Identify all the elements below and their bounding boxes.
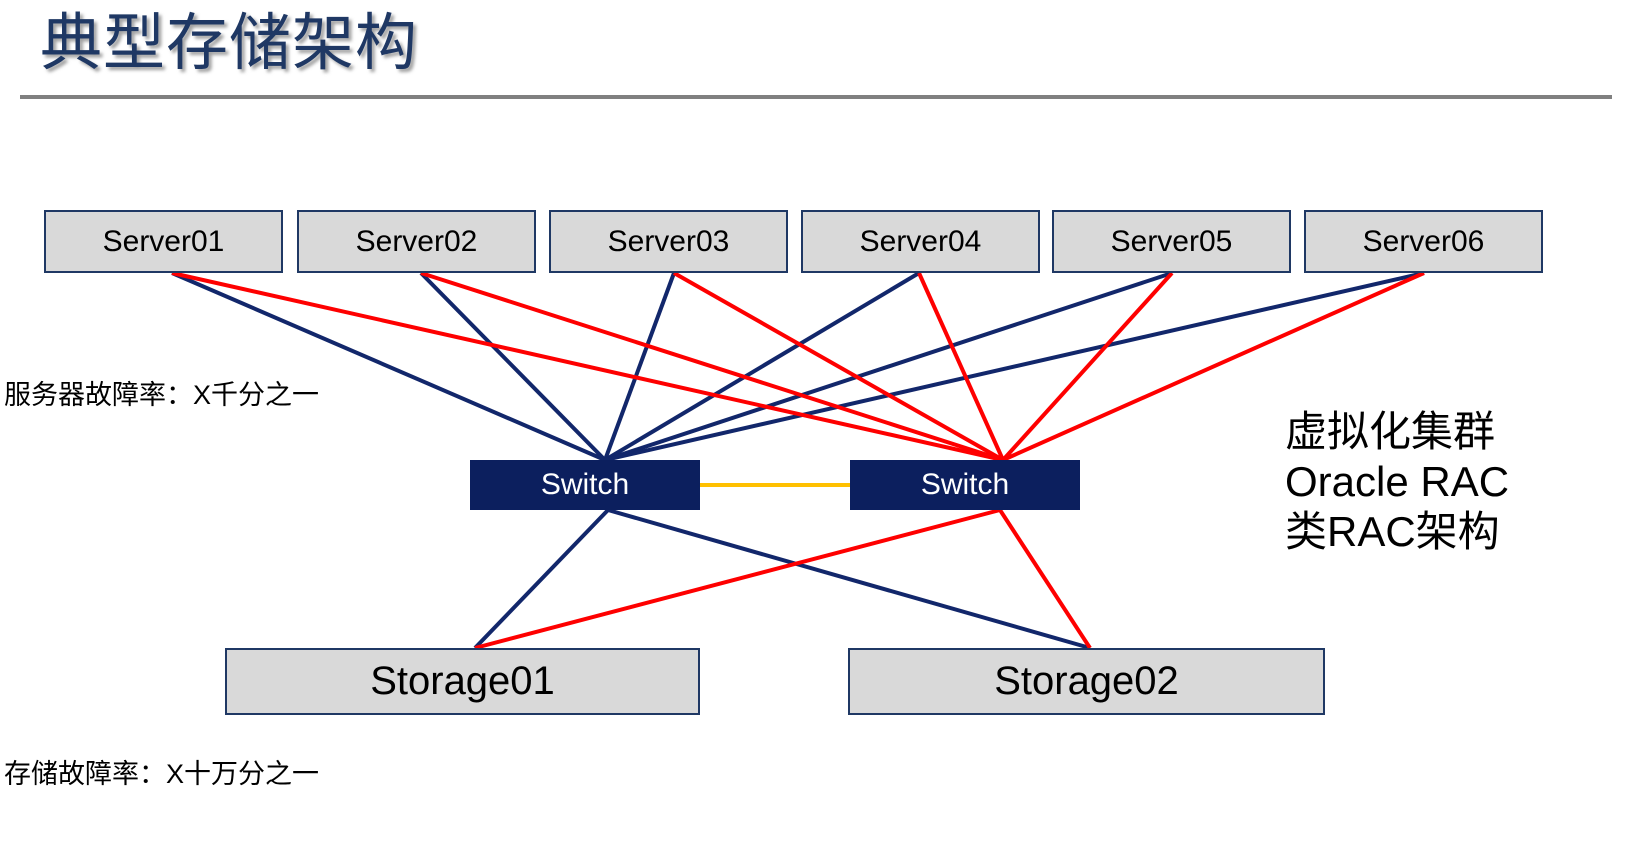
- switch-to-storage-links: [473, 508, 1092, 650]
- cluster-note-line-2: Oracle RAC: [1285, 458, 1510, 505]
- server-to-switch-a-links: [171, 271, 1425, 462]
- page-title: 典型存储架构: [40, 9, 419, 78]
- switch-node-2[interactable]: Switch: [850, 460, 1080, 510]
- server-node-1-label: Server01: [102, 224, 225, 258]
- server-node-3[interactable]: Server03: [549, 210, 788, 273]
- link-switch2-to-storage1: [474, 508, 1001, 650]
- storage-failure-rate-note: 存储故障率：X十万分之一: [4, 759, 320, 789]
- cluster-architecture-note: 虚拟化集群 Oracle RAC 类RAC架构: [1285, 407, 1509, 557]
- cluster-note-line-3: 类RAC架构: [1285, 508, 1500, 555]
- server-node-1[interactable]: Server01: [44, 210, 283, 273]
- server-node-6-label: Server06: [1362, 224, 1485, 258]
- server-node-5-label: Server05: [1110, 224, 1233, 258]
- storage-node-1[interactable]: Storage01: [225, 648, 700, 715]
- switch-node-1[interactable]: Switch: [470, 460, 700, 510]
- title-divider: [20, 95, 1612, 99]
- link-switch1-to-storage2: [607, 508, 1091, 650]
- link-switch1-to-storage1: [473, 508, 610, 650]
- server-node-5[interactable]: Server05: [1052, 210, 1291, 273]
- server-node-4-label: Server04: [859, 224, 982, 258]
- storage-node-1-label: Storage01: [370, 659, 555, 703]
- server-node-2-label: Server02: [355, 224, 478, 258]
- link-server5-to-switch1: [604, 271, 1173, 462]
- link-server6-to-switch1: [604, 271, 1425, 462]
- link-server1-to-switch1: [171, 271, 606, 462]
- server-node-3-label: Server03: [607, 224, 730, 258]
- link-server4-to-switch1: [603, 271, 921, 462]
- link-switch2-to-storage2: [998, 508, 1092, 650]
- server-to-switch-b-links: [171, 271, 1425, 462]
- link-server5-to-switch2: [1001, 271, 1174, 462]
- storage-node-2-label: Storage02: [994, 659, 1179, 703]
- link-server2-to-switch2: [420, 271, 1004, 462]
- server-node-2[interactable]: Server02: [297, 210, 536, 273]
- server-failure-rate-note: 服务器故障率：X千分之一: [4, 380, 320, 410]
- link-server1-to-switch2: [171, 271, 1004, 462]
- link-server3-to-switch1: [603, 272, 676, 461]
- server-node-4[interactable]: Server04: [801, 210, 1040, 273]
- switch-node-1-label: Switch: [540, 468, 630, 501]
- link-server4-to-switch2: [917, 272, 1005, 461]
- link-server3-to-switch2: [673, 271, 1004, 462]
- cluster-note-line-1: 虚拟化集群: [1285, 408, 1496, 455]
- server-node-6[interactable]: Server06: [1304, 210, 1543, 273]
- storage-node-2[interactable]: Storage02: [848, 648, 1325, 715]
- link-server6-to-switch2: [1002, 271, 1425, 462]
- link-server2-to-switch1: [419, 271, 607, 462]
- switch-node-2-label: Switch: [920, 468, 1010, 501]
